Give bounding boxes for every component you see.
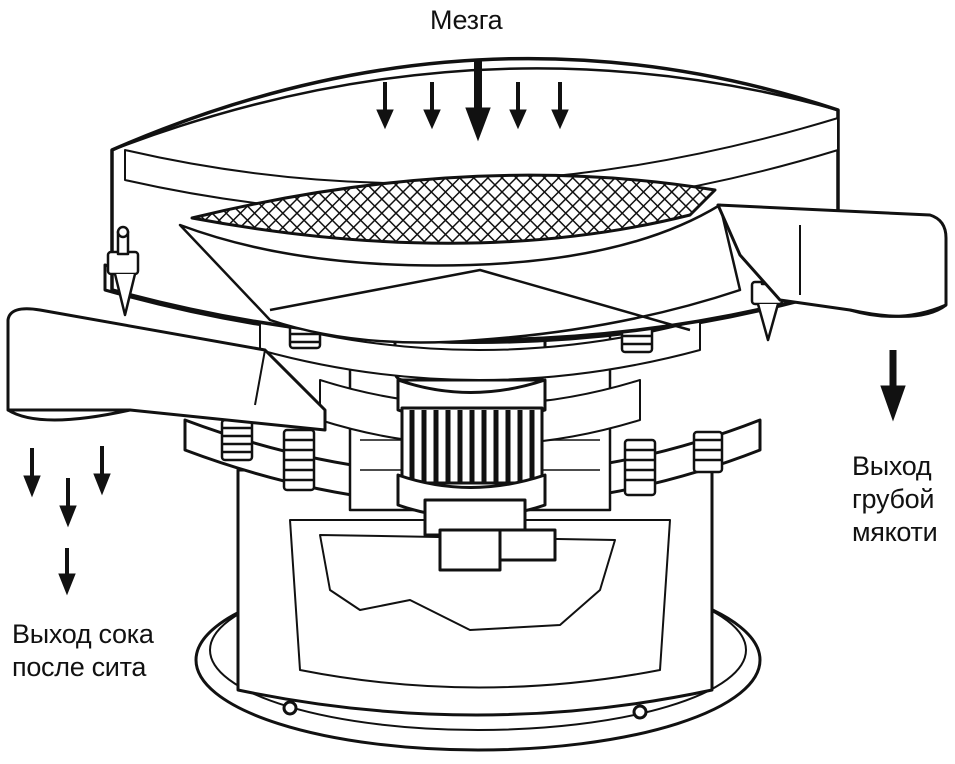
input-arrows bbox=[376, 60, 569, 142]
juice-outlet-label: Выход сока после сита bbox=[12, 618, 154, 684]
arrow-down-icon bbox=[465, 60, 491, 142]
juice-outlet-chute bbox=[6, 307, 327, 432]
arrow-down-icon bbox=[376, 82, 394, 130]
pulp-outlet-label-line1: Выход bbox=[852, 451, 932, 481]
arrow-down-icon bbox=[880, 350, 906, 422]
pulp-outlet-arrow bbox=[880, 350, 906, 422]
juice-outlet-label-line2: после сита bbox=[12, 652, 147, 682]
bolt-hole bbox=[632, 704, 648, 720]
lower-spring-left bbox=[220, 418, 316, 492]
arrow-down-icon bbox=[423, 82, 441, 130]
arrow-down-icon bbox=[23, 448, 41, 498]
arrow-down-icon bbox=[509, 82, 527, 130]
pulp-outlet-label: Выход грубой мякоти bbox=[852, 450, 938, 549]
input-label: Мезга bbox=[430, 4, 503, 37]
lower-spring-right bbox=[623, 430, 724, 497]
pulp-outlet-label-line2: грубой bbox=[852, 484, 935, 514]
bolt-hole bbox=[282, 700, 298, 716]
sieve-mesh bbox=[190, 173, 717, 245]
spring-ring bbox=[259, 319, 701, 381]
arrow-down-icon bbox=[58, 548, 76, 596]
pulp-outlet-label-line3: мякоти bbox=[852, 517, 938, 547]
arrow-down-icon bbox=[551, 82, 569, 130]
arrow-down-icon bbox=[93, 446, 111, 496]
arrow-down-icon bbox=[59, 478, 77, 528]
clamp-left bbox=[106, 225, 140, 317]
juice-outlet-arrows bbox=[23, 446, 111, 596]
juice-outlet-label-line1: Выход сока bbox=[12, 619, 154, 649]
input-label-text: Мезга bbox=[430, 5, 503, 35]
